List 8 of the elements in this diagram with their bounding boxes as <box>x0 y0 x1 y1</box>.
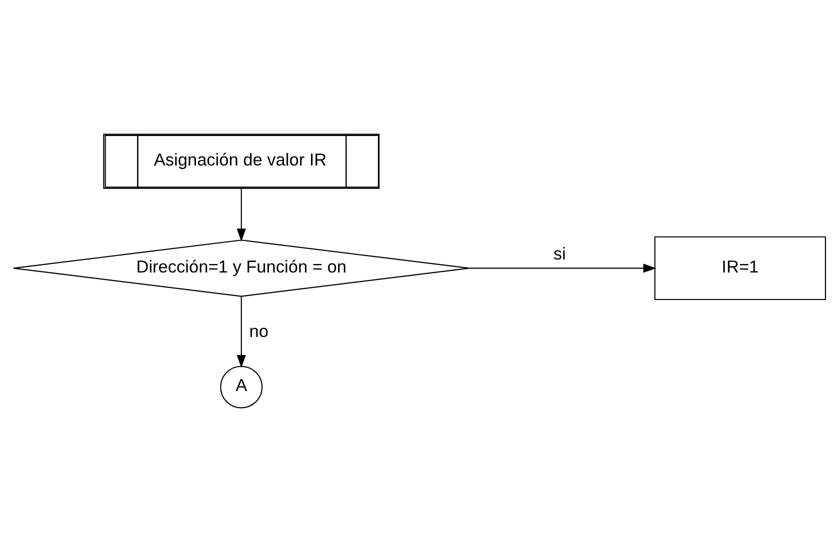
node-circle: A <box>220 366 263 408</box>
node-diamond: Dirección=1 y Función = on <box>12 240 470 297</box>
edge-label: si <box>553 243 566 264</box>
arrow <box>236 188 246 242</box>
edge-label: no <box>249 321 269 342</box>
node-box: IR=1 <box>654 236 826 300</box>
arrow <box>469 264 656 273</box>
arrow <box>236 296 246 368</box>
